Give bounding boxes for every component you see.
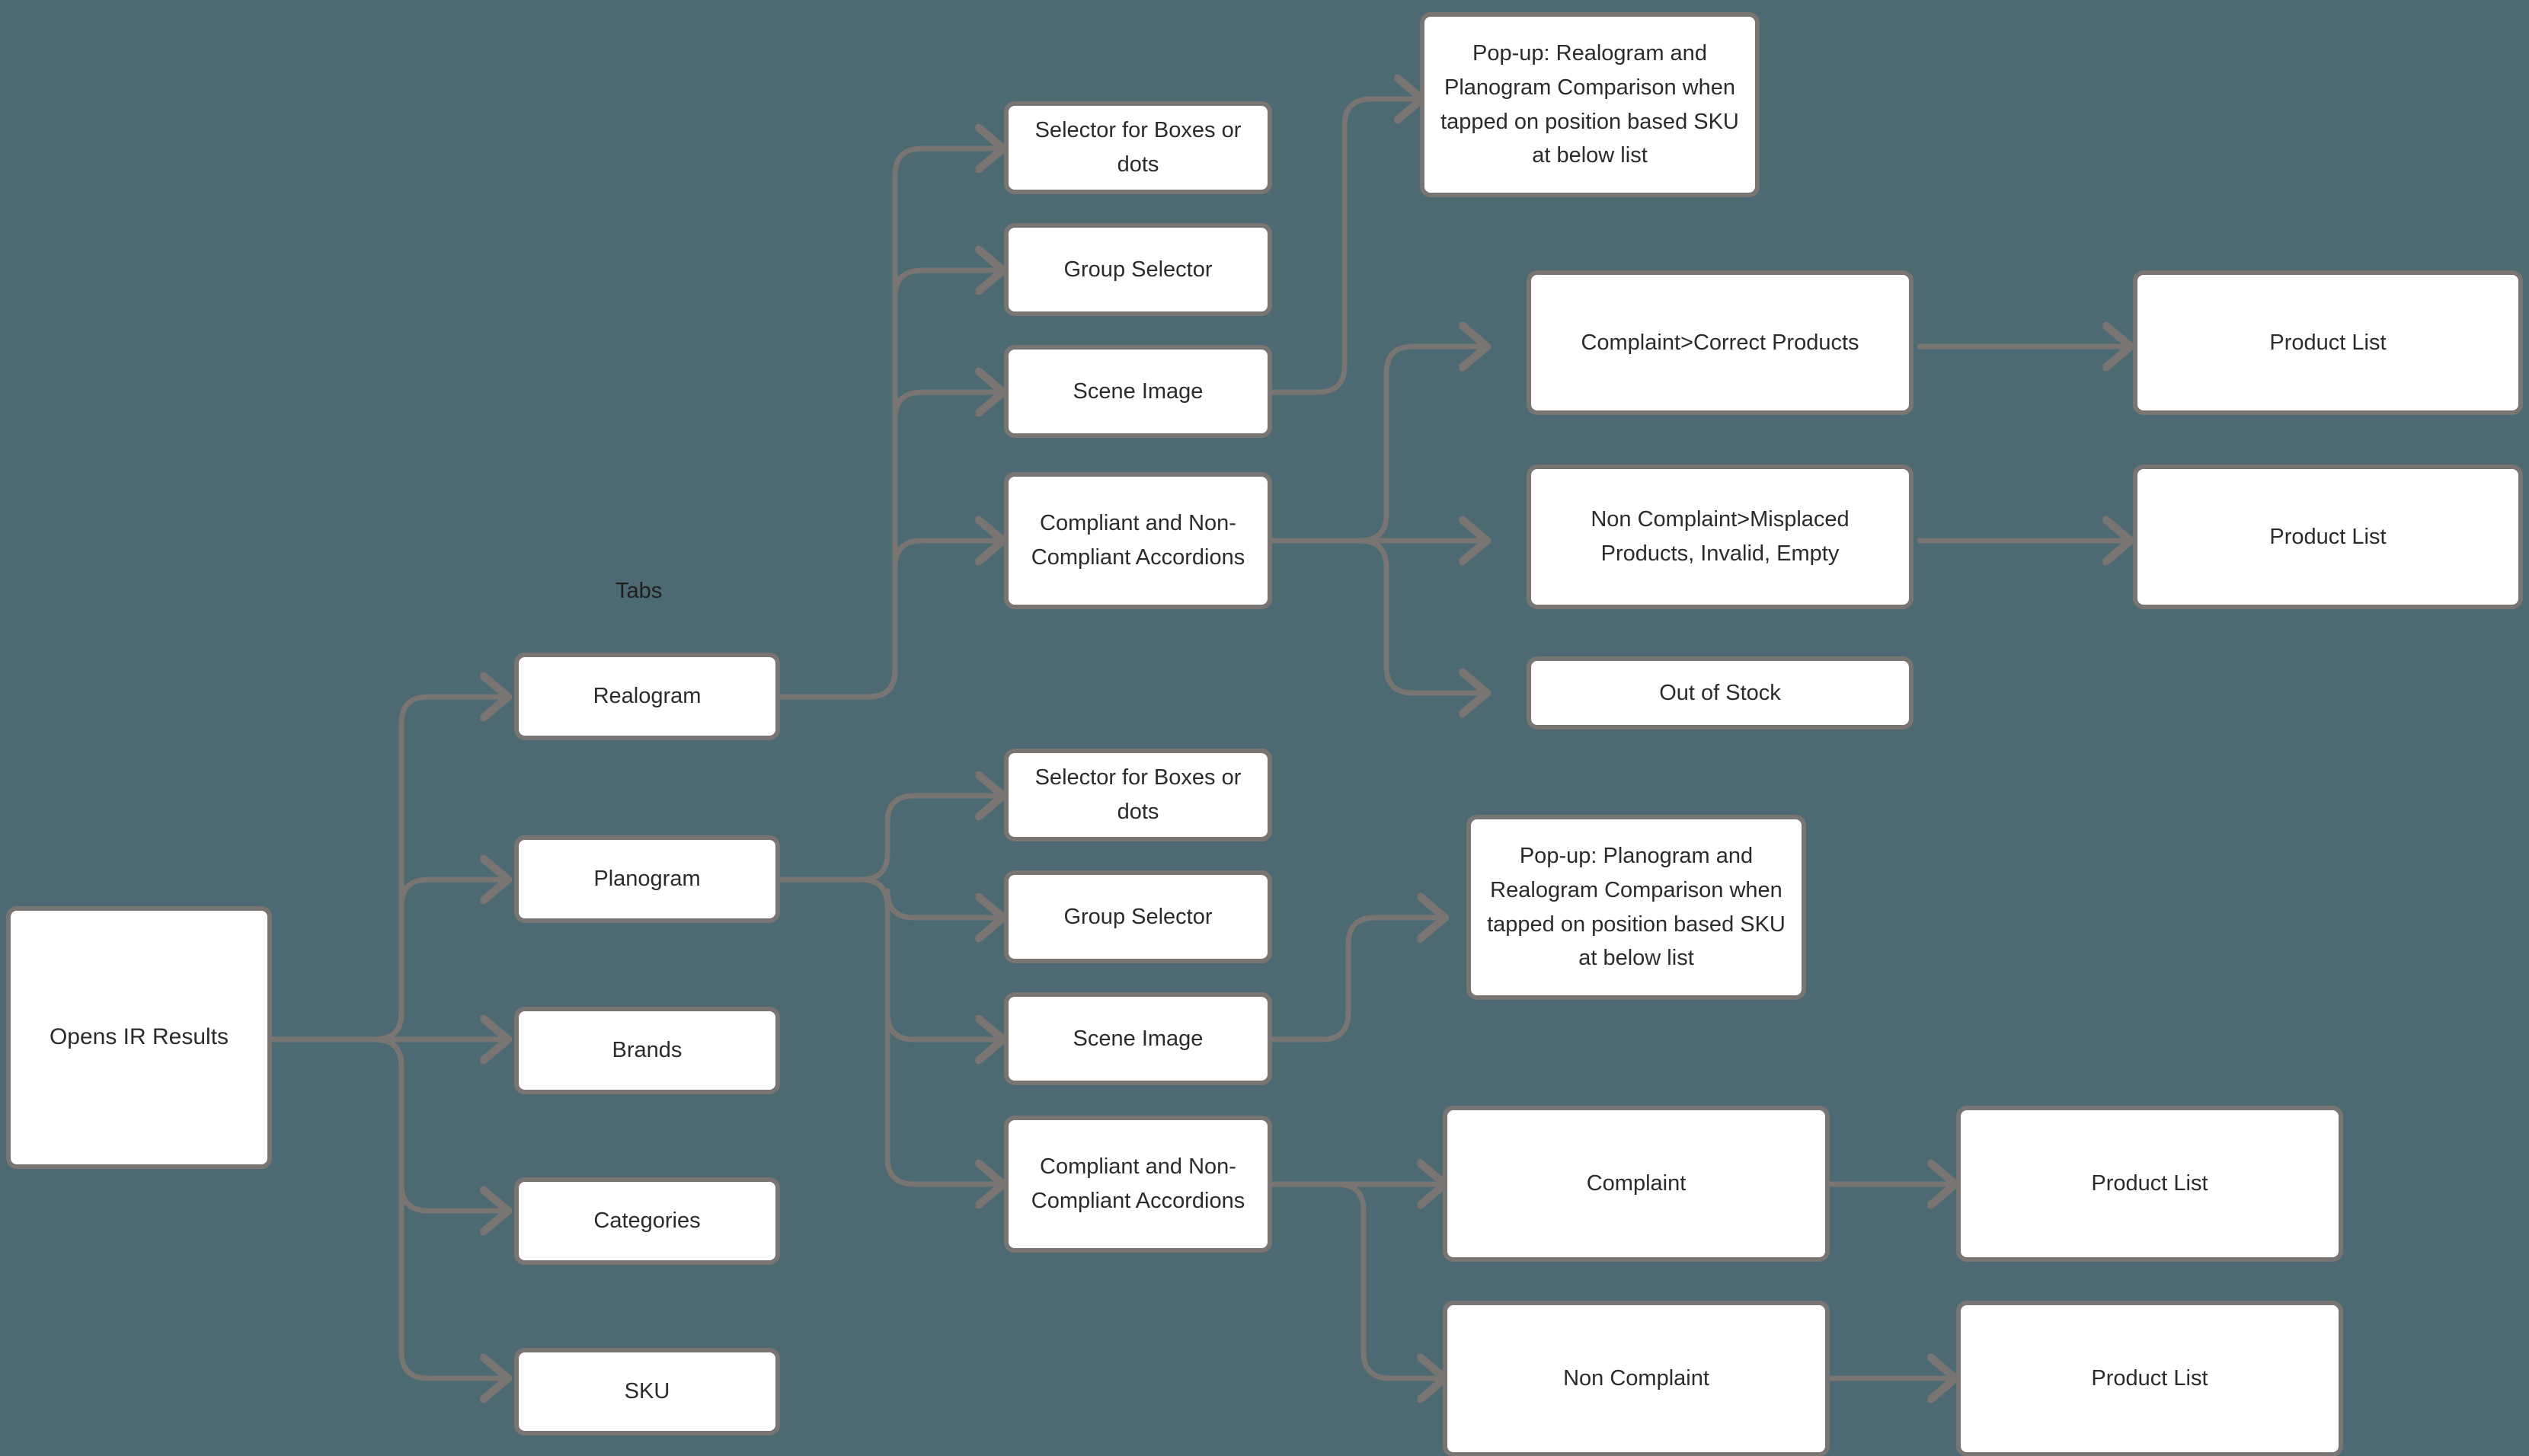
node-product-list-realogram-non-complaint[interactable]: Product List (2133, 465, 2523, 609)
node-planogram-accordions[interactable]: Compliant and Non-Compliant Accordions (1004, 1116, 1272, 1253)
node-realogram-popup: Pop-up: Realogram and Planogram Comparis… (1420, 12, 1760, 197)
node-tab-sku[interactable]: SKU (514, 1348, 780, 1435)
node-planogram-selector-boxes-dots[interactable]: Selector for Boxes or dots (1004, 749, 1272, 841)
node-tab-categories[interactable]: Categories (514, 1177, 780, 1265)
node-planogram-popup: Pop-up: Planogram and Realogram Comparis… (1466, 815, 1806, 1000)
node-realogram-group-selector[interactable]: Group Selector (1004, 223, 1272, 316)
node-planogram-group-selector[interactable]: Group Selector (1004, 870, 1272, 963)
tabs-section-label: Tabs (615, 579, 663, 603)
node-product-list-realogram-complaint[interactable]: Product List (2133, 270, 2523, 415)
node-planogram-non-complaint[interactable]: Non Complaint (1443, 1301, 1830, 1456)
node-tab-planogram[interactable]: Planogram (514, 835, 780, 923)
node-planogram-scene-image[interactable]: Scene Image (1004, 992, 1272, 1085)
node-non-complaint-misplaced[interactable]: Non Complaint>Misplaced Products, Invali… (1527, 465, 1914, 609)
node-complaint-correct-products[interactable]: Complaint>Correct Products (1527, 270, 1914, 415)
node-planogram-complaint[interactable]: Complaint (1443, 1106, 1830, 1262)
node-realogram-accordions[interactable]: Compliant and Non-Compliant Accordions (1004, 472, 1272, 609)
node-out-of-stock[interactable]: Out of Stock (1527, 656, 1914, 730)
node-tab-realogram[interactable]: Realogram (514, 653, 780, 740)
node-product-list-planogram-complaint[interactable]: Product List (1956, 1106, 2343, 1262)
node-realogram-selector-boxes-dots[interactable]: Selector for Boxes or dots (1004, 101, 1272, 194)
node-product-list-planogram-non-complaint[interactable]: Product List (1956, 1301, 2343, 1456)
node-tab-brands[interactable]: Brands (514, 1007, 780, 1094)
node-opens-ir-results[interactable]: Opens IR Results (6, 906, 272, 1169)
node-realogram-scene-image[interactable]: Scene Image (1004, 345, 1272, 438)
